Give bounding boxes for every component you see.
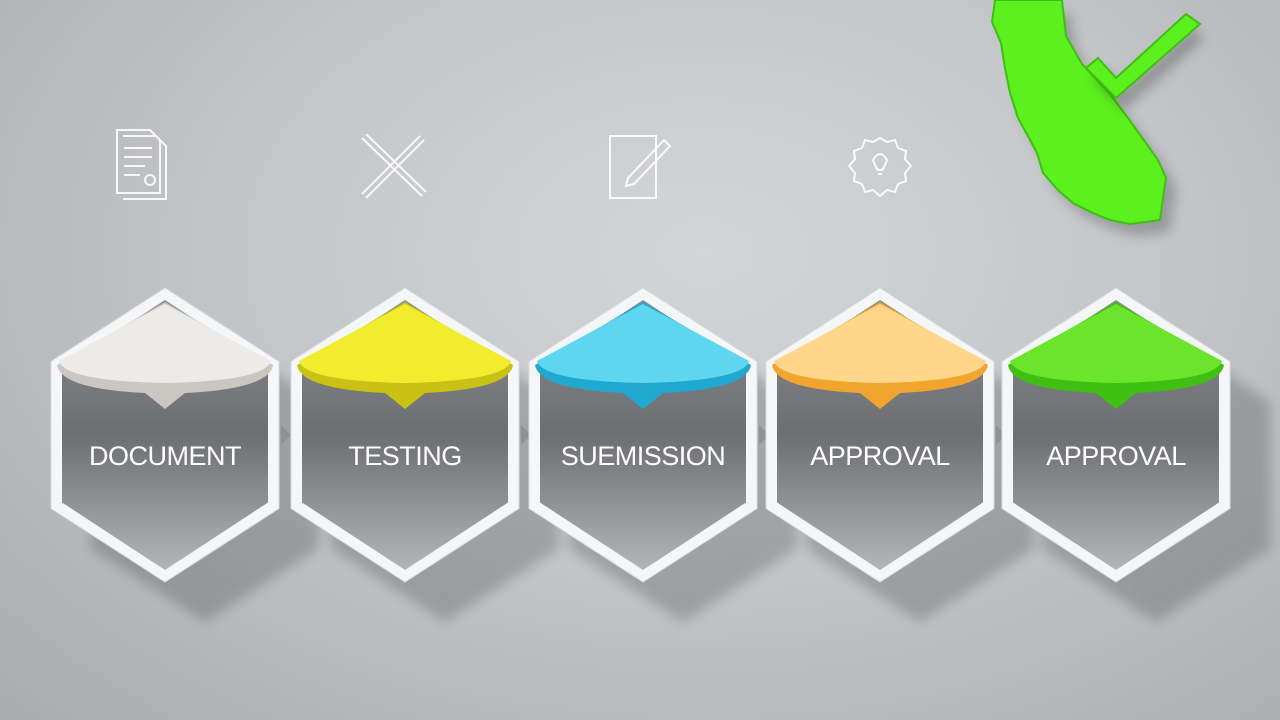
step-label: APPROVAL: [1046, 441, 1186, 471]
document-icon: [116, 129, 167, 200]
step-label: DOCUMENT: [89, 441, 241, 471]
tools-cross-icon: [361, 133, 427, 199]
step-cap: [1010, 304, 1222, 383]
step-connector-arrow: [759, 425, 769, 445]
step-1: DOCUMENT: [50, 287, 319, 622]
step-label: SUEMISSION: [561, 441, 726, 471]
step-label: APPROVAL: [810, 441, 950, 471]
step-4: APPROVAL: [765, 287, 1034, 622]
step-2: TESTING: [290, 287, 559, 622]
step-connector-arrow: [281, 425, 291, 445]
step-cap: [774, 304, 986, 383]
step-5: APPROVAL: [1001, 287, 1270, 622]
steps-layer: DOCUMENT TESTING SUEMISSION APPROVAL APPROVA…: [50, 287, 1270, 622]
step-label: TESTING: [348, 441, 462, 471]
step-connector-arrow: [521, 425, 531, 445]
gear-bulb-icon: [847, 136, 913, 198]
step-cap: [299, 304, 511, 383]
step-3: SUEMISSION: [528, 287, 797, 622]
california-map-check-icon: [990, 0, 1204, 236]
step-connector-arrow: [996, 425, 1006, 445]
step-cap: [537, 304, 749, 383]
edit-form-icon: [609, 135, 672, 199]
step-cap: [59, 304, 271, 383]
